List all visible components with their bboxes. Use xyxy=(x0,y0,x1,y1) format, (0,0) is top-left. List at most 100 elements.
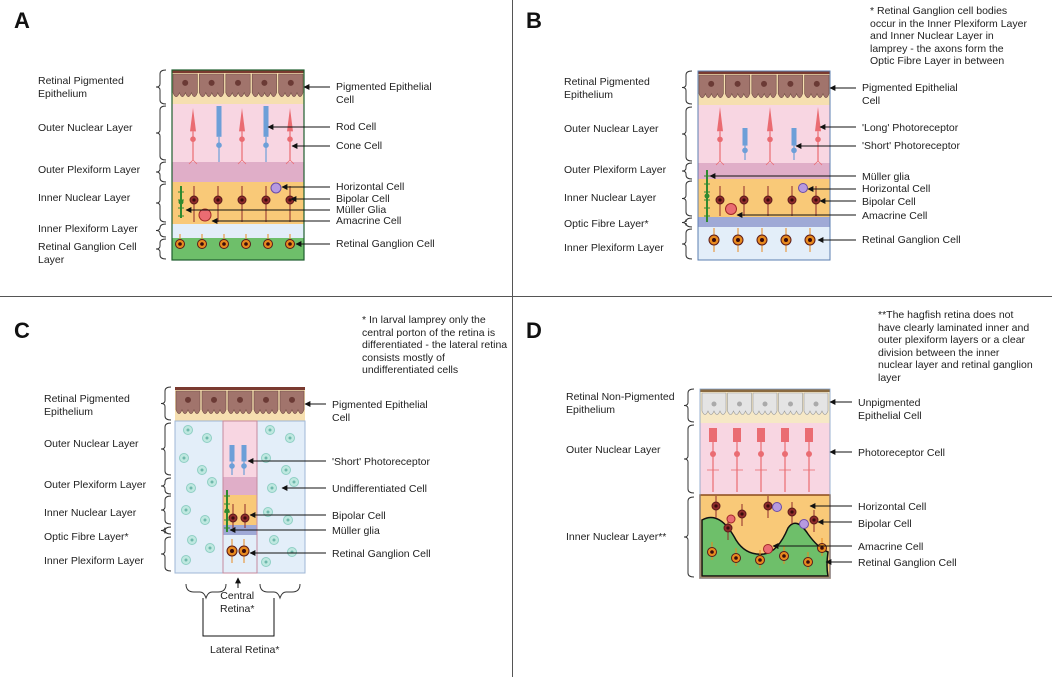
c-rpe-nucleus-4 xyxy=(289,396,295,403)
a-ganglion-1-nucleus xyxy=(200,242,204,246)
d-bipolar-5-nucleus xyxy=(726,526,730,530)
b-long-1-term-r xyxy=(719,160,725,166)
b-label-pigmented-cell: Pigmented Epithelial Cell xyxy=(862,82,958,107)
c-bipolar-2-nucleus xyxy=(243,516,247,520)
d-brace-epi xyxy=(683,388,695,423)
d-epi-nucleus-3 xyxy=(788,401,793,407)
a-label-gcl: Retinal Ganglion Cell Layer xyxy=(38,241,137,266)
c-label-undiff: Undifferentiated Cell xyxy=(332,483,427,495)
b-label-rpe: Retinal Pigmented Epithelium xyxy=(564,76,650,101)
c-short-2-outer xyxy=(241,445,247,462)
a-rpe-nucleus-3 xyxy=(261,79,268,86)
a-bipolar-0-nucleus xyxy=(192,198,196,202)
panel-c-letter: C xyxy=(14,318,30,343)
a-cone-2-term-l xyxy=(237,159,243,165)
panel-d-note: **The hagfish retina does not have clear… xyxy=(878,309,1033,384)
b-label-ofl: Optic Fibre Layer* xyxy=(564,218,649,230)
a-onl xyxy=(172,104,304,162)
b-long-1-outer xyxy=(717,107,723,132)
c-bracket-left xyxy=(185,583,227,600)
d-bipolar-3-nucleus xyxy=(790,510,794,514)
b-label-bipolar: Bipolar Cell xyxy=(862,196,916,208)
a-horizontal-cell xyxy=(270,182,282,194)
b-horizontal-cell xyxy=(798,183,808,193)
a-rod-1-body xyxy=(216,142,222,148)
a-bipolar-1-nucleus xyxy=(216,198,220,202)
b-long-2-term-r xyxy=(769,160,775,166)
a-rod-1-outer xyxy=(216,106,222,137)
d-photo-outer-4 xyxy=(805,428,813,442)
c-label-ganglion: Retinal Ganglion Cell xyxy=(332,548,431,560)
a-brace-onl xyxy=(155,105,167,161)
c-short-1-outer xyxy=(229,445,235,462)
d-ganglion-4-nucleus xyxy=(806,560,810,564)
a-cone-2-outer xyxy=(239,108,245,132)
d-bipolar-0-nucleus xyxy=(714,504,718,508)
a-frame xyxy=(171,69,305,261)
a-ipl xyxy=(172,224,304,238)
d-epi-nucleus-0 xyxy=(711,401,717,407)
a-cone-1-outer xyxy=(190,108,196,132)
c-undiff-nucleus-10 xyxy=(184,558,188,562)
a-label-opl: Outer Plexiform Layer xyxy=(38,164,141,176)
b-label-onl: Outer Nuclear Layer xyxy=(564,123,659,135)
c-ganglion-1-nucleus xyxy=(230,549,234,553)
b-brace-opl xyxy=(681,162,693,180)
a-amacrine-cell xyxy=(198,208,212,222)
panel-c-note-text: * In larval lamprey only the central por… xyxy=(362,314,508,376)
d-photo-body-2 xyxy=(758,451,764,457)
a-brace-gcl xyxy=(155,238,167,260)
a-ganglion-3-nucleus xyxy=(244,242,248,246)
d-photo-body-0 xyxy=(710,451,716,457)
a-brace-opl xyxy=(155,161,167,183)
a-gcl xyxy=(172,238,304,260)
c-rpe-nucleus-0 xyxy=(185,396,191,403)
a-rpe-nucleus-0 xyxy=(182,79,189,86)
a-rpe-nucleus-1 xyxy=(208,79,215,86)
d-photo-outer-3 xyxy=(781,428,789,442)
panel-d-note-text: **The hagfish retina does not have clear… xyxy=(878,309,1033,384)
a-brace-ipl xyxy=(155,223,167,238)
c-label-onl: Outer Nuclear Layer xyxy=(44,438,139,450)
a-label-cone: Cone Cell xyxy=(336,140,383,152)
panel-a-letter: A xyxy=(14,8,30,33)
a-brace-rpe xyxy=(155,69,167,105)
a-label-ganglion: Retinal Ganglion Cell xyxy=(336,238,435,250)
a-label-horizontal: Horizontal Cell xyxy=(336,181,405,193)
d-brace-onl xyxy=(683,424,695,494)
c-undiff-nucleus-14 xyxy=(284,468,288,472)
d-label-unpigmented-cell: Unpigmented Epithelial Cell xyxy=(858,397,922,422)
a-cone-3-term-l xyxy=(285,159,291,165)
b-ganglion-1-nucleus xyxy=(736,238,740,242)
c-undiff-nucleus-13 xyxy=(264,456,268,460)
a-rod-2-body xyxy=(263,142,269,148)
c-opl xyxy=(223,477,257,495)
panel-b-note-text: * Retinal Ganglion cell bodies occur in … xyxy=(870,5,1027,67)
divider-horizontal xyxy=(0,296,1052,297)
d-label-ganglion: Retinal Ganglion Cell xyxy=(858,557,957,569)
a-label-amacrine: Amacrine Cell xyxy=(336,215,402,227)
d-frame xyxy=(699,388,831,579)
a-brace-inl xyxy=(155,183,167,223)
b-short-1-body xyxy=(742,147,748,154)
d-label-horizontal: Horizontal Cell xyxy=(858,501,927,513)
b-brace-ipl xyxy=(681,228,693,260)
a-cone-3-outer xyxy=(287,108,293,132)
c-brace-rpe xyxy=(160,386,172,421)
b-onl xyxy=(698,105,830,163)
c-rpe-top xyxy=(175,387,305,390)
c-label-opl: Outer Plexiform Layer xyxy=(44,479,147,491)
c-brace-inl xyxy=(160,495,172,525)
c-bracket-right xyxy=(259,583,301,600)
a-rod-2-outer xyxy=(263,106,269,137)
a-label-onl: Outer Nuclear Layer xyxy=(38,122,133,134)
c-label-short: 'Short' Photoreceptor xyxy=(332,456,430,468)
a-muller-soma xyxy=(178,199,184,205)
b-frame xyxy=(697,70,831,261)
c-undiff-nucleus-8 xyxy=(190,538,194,542)
b-label-ipl: Inner Plexiform Layer xyxy=(564,242,664,254)
b-bipolar-0-nucleus xyxy=(718,198,722,202)
b-long-1-term-l xyxy=(715,160,721,166)
a-cone-1-term-l xyxy=(188,159,194,165)
b-rpe-nucleus-1 xyxy=(734,80,741,87)
